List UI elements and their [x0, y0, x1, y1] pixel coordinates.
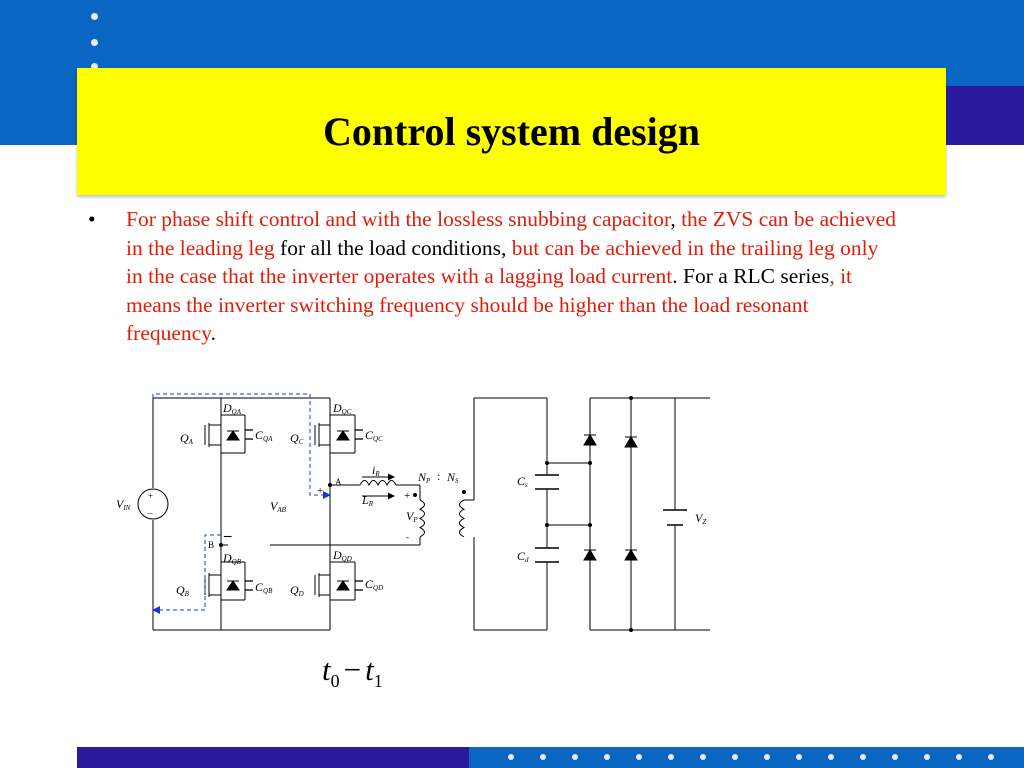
inductor-icon: [359, 480, 397, 487]
title-box: Control system design: [77, 68, 946, 195]
current-path-top: [152, 393, 331, 499]
footer-dot: [924, 754, 930, 760]
diode-icon: [336, 430, 350, 441]
circuit-wires: [152, 397, 710, 631]
text-run: .: [210, 321, 216, 345]
footer-stripe: [77, 747, 469, 768]
circuit-labels: DQA DQC CQA CQC QA QC DQB DQD CQB CQD QB…: [116, 401, 706, 598]
svg-text:LR: LR: [361, 493, 374, 508]
svg-text:–: –: [147, 508, 153, 518]
full-bridge-circuit-diagram: DQA DQC CQA CQC QA QC DQB DQD CQB CQD QB…: [116, 393, 710, 632]
footer-dot: [764, 754, 770, 760]
text-run: the ZVS can be achieved in the leading l…: [126, 207, 896, 260]
svg-text:–: –: [223, 528, 232, 544]
svg-text:VIN: VIN: [116, 497, 131, 512]
svg-text:CQB: CQB: [255, 580, 273, 595]
svg-text:VZ: VZ: [695, 511, 706, 526]
switch-diodes: [226, 430, 350, 591]
svg-text:+: +: [404, 490, 410, 502]
polarity-dot-icon: [462, 490, 466, 494]
svg-text::: :: [437, 469, 440, 483]
svg-text:CQD: CQD: [365, 577, 383, 592]
node-dots: [219, 396, 633, 632]
output-capacitor: [663, 509, 687, 526]
footer-dot: [508, 754, 514, 760]
footer-dot: [796, 754, 802, 760]
switch-capacitors: [245, 429, 363, 591]
diode-icon: [226, 430, 240, 441]
diode-icon: [583, 549, 597, 561]
transformer-secondary-icon: [459, 499, 466, 538]
svg-text:iR: iR: [372, 463, 380, 478]
footer-dot: [828, 754, 834, 760]
svg-text:QB: QB: [176, 583, 190, 598]
svg-text:DQA: DQA: [222, 401, 242, 416]
svg-text:VAB: VAB: [270, 499, 287, 514]
text-run: , it means the inverter switching freque…: [126, 264, 853, 345]
text-run: for all the load conditions,: [274, 235, 512, 260]
svg-text:QC: QC: [290, 431, 304, 446]
footer-dot: [668, 754, 674, 760]
svg-text:VP: VP: [406, 509, 418, 524]
footer-dot: [892, 754, 898, 760]
footer-dot: [572, 754, 578, 760]
svg-text:NS: NS: [446, 470, 459, 485]
paragraph-text: For phase shift control and with the los…: [126, 205, 898, 348]
polarity-dot-icon: [413, 493, 417, 497]
text-run: For phase shift control and with the los…: [126, 207, 671, 231]
svg-text:B: B: [208, 540, 214, 550]
svg-text:Cs: Cs: [517, 474, 528, 489]
svg-text:CQA: CQA: [255, 428, 273, 443]
time-interval-formula: t0−t1: [322, 652, 383, 692]
diode-icon: [336, 580, 350, 591]
svg-text:DQB: DQB: [222, 551, 242, 566]
text-run: . For a RLC series: [672, 264, 830, 288]
header-stripe: [946, 86, 1024, 145]
diode-icon: [624, 436, 638, 448]
node-labels: A B + – + + - –: [147, 477, 410, 550]
svg-text:+: +: [148, 491, 153, 501]
svg-text:CQC: CQC: [365, 428, 383, 443]
diode-icon: [226, 580, 240, 591]
voltage-source-icon: [137, 488, 169, 520]
current-path-bottom: [152, 534, 221, 614]
svg-text:DQD: DQD: [332, 548, 352, 563]
footer-dot: [732, 754, 738, 760]
svg-text:DQC: DQC: [332, 401, 352, 416]
footer-dot: [636, 754, 642, 760]
svg-text:A: A: [335, 477, 342, 487]
footer-dot: [540, 754, 546, 760]
diode-icon: [583, 434, 597, 446]
header-dot: [91, 39, 98, 46]
footer-dot: [700, 754, 706, 760]
bullet-marker: •: [88, 207, 96, 231]
capacitor-cs: [535, 474, 559, 490]
text-run: ,: [670, 207, 682, 231]
diode-icon: [624, 549, 638, 561]
slide-title: Control system design: [322, 109, 701, 154]
svg-text:NP: NP: [417, 470, 431, 485]
footer-dot: [860, 754, 866, 760]
rectifier-diodes: [583, 434, 638, 561]
footer-dot: [988, 754, 994, 760]
footer-band: [469, 747, 1024, 768]
svg-text:QA: QA: [180, 431, 194, 446]
svg-text:-: -: [406, 532, 409, 542]
transformer-primary-icon: [418, 499, 425, 538]
svg-text:Cd: Cd: [517, 549, 529, 564]
svg-text:QD: QD: [290, 583, 304, 598]
svg-text:+: +: [317, 485, 323, 497]
mosfet-gates: [204, 423, 330, 597]
footer-dot: [956, 754, 962, 760]
text-run: but can be achieved in the trailing leg …: [126, 235, 879, 289]
capacitor-cd: [535, 547, 559, 563]
bullet-paragraph: • For phase shift control and with the l…: [88, 205, 898, 348]
header-dot: [91, 13, 98, 20]
header-dot: [91, 63, 98, 70]
footer-dot: [604, 754, 610, 760]
